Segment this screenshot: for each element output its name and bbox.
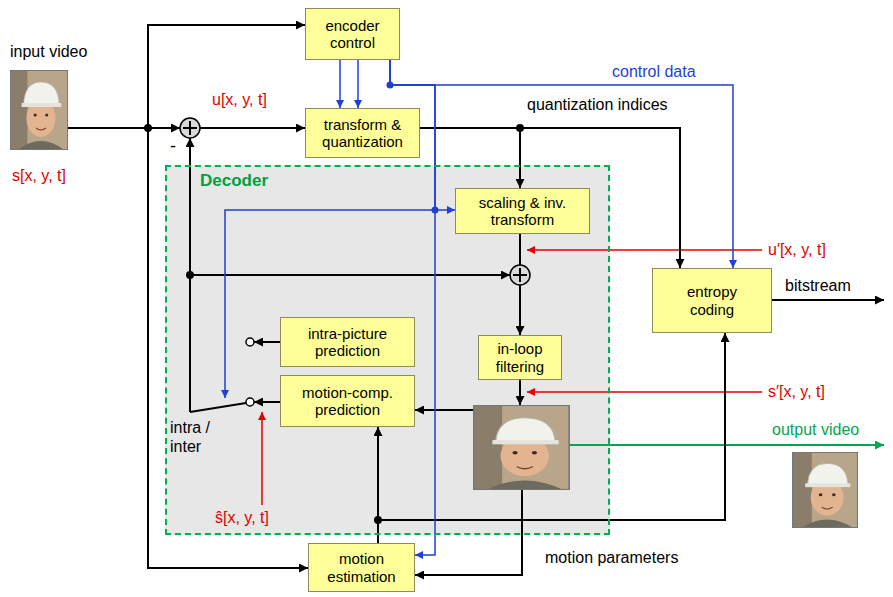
box-label: entropy coding bbox=[672, 283, 752, 318]
frame-caption: input video bbox=[10, 42, 87, 61]
signal-wire bbox=[254, 401, 280, 403]
switch-label: intra / inter bbox=[170, 418, 230, 456]
process-box: transform & quantization bbox=[305, 108, 420, 158]
wire-label: bitstream bbox=[785, 276, 851, 295]
signal-arrow bbox=[390, 60, 733, 268]
leader-line bbox=[527, 249, 762, 251]
box-label: motion-comp. prediction bbox=[290, 384, 405, 419]
leader-line bbox=[527, 391, 762, 393]
adder-symbol bbox=[180, 118, 200, 138]
signal-name: s′[x, y, t] bbox=[768, 382, 825, 401]
signal-arrow bbox=[420, 128, 680, 268]
leader-line bbox=[261, 412, 263, 505]
signal-name: u[x, y, t] bbox=[212, 90, 267, 109]
signal-name: u′[x, y, t] bbox=[768, 240, 826, 259]
signal-wire bbox=[190, 274, 510, 276]
output-frame bbox=[792, 452, 858, 528]
process-box: motion-comp. prediction bbox=[280, 375, 415, 427]
junction-dot bbox=[186, 271, 194, 279]
process-box: entropy coding bbox=[652, 268, 772, 333]
signal-wires bbox=[68, 25, 884, 575]
control-wire bbox=[225, 210, 435, 398]
box-label: encoder control bbox=[317, 17, 389, 52]
wire-label: control data bbox=[612, 62, 696, 81]
switch-contact bbox=[246, 398, 254, 406]
adder-symbol bbox=[510, 265, 530, 285]
adder-circle bbox=[180, 118, 200, 138]
box-label: motion estimation bbox=[317, 550, 407, 585]
process-box: in-loop filtering bbox=[478, 335, 562, 380]
signal-arrow bbox=[378, 333, 725, 543]
junction-dot bbox=[387, 82, 394, 89]
process-box: encoder control bbox=[305, 8, 400, 60]
junction-dot bbox=[144, 124, 152, 132]
signal-name: s[x, y, t] bbox=[12, 166, 66, 185]
process-box: scaling & inv. transform bbox=[455, 188, 590, 234]
wire-label: quantization indices bbox=[527, 95, 668, 114]
decoder-region: Decoder scaling & inv. transform in-loop f… bbox=[165, 165, 610, 535]
switch-contact bbox=[246, 338, 254, 346]
junction-dot bbox=[516, 124, 524, 132]
signal-name: ŝ[x, y, t] bbox=[215, 508, 269, 527]
frame-caption: output video bbox=[772, 420, 859, 439]
signal-arrow bbox=[357, 60, 359, 108]
box-label: scaling & inv. transform bbox=[465, 194, 580, 229]
junction-dot bbox=[374, 516, 382, 524]
signal-arrow bbox=[339, 60, 341, 108]
decoder-ground bbox=[165, 165, 610, 535]
signal-wire bbox=[415, 409, 473, 411]
signal-wire bbox=[415, 490, 522, 575]
adder-circle bbox=[510, 265, 530, 285]
process-box: motion estimation bbox=[308, 543, 415, 592]
signal-wire bbox=[254, 341, 280, 343]
signal-wire bbox=[68, 127, 180, 129]
signal-wire bbox=[148, 25, 305, 128]
leader-lines bbox=[262, 250, 762, 505]
signal-wire bbox=[519, 380, 521, 405]
signal-wire bbox=[772, 299, 884, 301]
output-wire bbox=[570, 444, 884, 446]
signal-wire bbox=[200, 127, 305, 129]
process-box: intra-picture prediction bbox=[280, 317, 415, 367]
switch-blade bbox=[190, 403, 246, 412]
region-heading: Decoder bbox=[200, 171, 268, 191]
input-frame bbox=[10, 70, 68, 150]
sign-label: - bbox=[170, 136, 176, 158]
wire-label: motion parameters bbox=[545, 548, 678, 567]
box-label: transform & quantization bbox=[313, 116, 413, 151]
box-label: in-loop filtering bbox=[485, 340, 555, 375]
adder-plus bbox=[513, 268, 527, 282]
adder-plus bbox=[183, 121, 197, 135]
junction-dot bbox=[432, 207, 439, 214]
box-label: intra-picture prediction bbox=[290, 325, 405, 360]
reference-frame bbox=[473, 405, 570, 490]
